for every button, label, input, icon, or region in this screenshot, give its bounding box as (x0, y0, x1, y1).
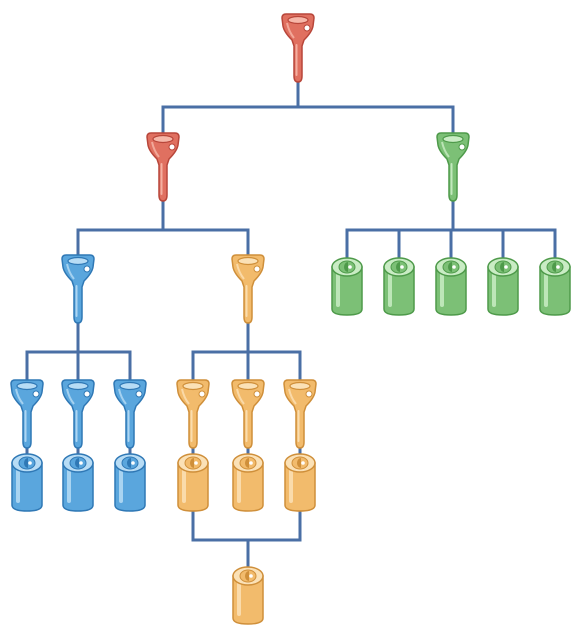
cylinder-icon (177, 453, 209, 512)
funnel-icon (176, 379, 210, 449)
funnel-icon (10, 379, 44, 449)
funnel-icon (283, 379, 317, 449)
funnel-icon (436, 132, 470, 202)
cylinder-icon (62, 453, 94, 512)
connector-blue1 (25, 321, 132, 382)
cylinder-icon (435, 257, 467, 316)
funnel-icon (231, 379, 265, 449)
cylinder-icon (232, 453, 264, 512)
cylinder-icon (487, 257, 519, 316)
cylinder-icon (331, 257, 363, 316)
connector-green1 (345, 199, 557, 259)
funnel-icon (231, 254, 265, 324)
connector-merge (191, 509, 302, 568)
diagram-nodes (10, 13, 571, 625)
cylinder-icon (11, 453, 43, 512)
funnel-icon (281, 13, 315, 83)
connector-orange1 (191, 321, 302, 382)
connector-red2 (76, 199, 250, 257)
cylinder-icon (114, 453, 146, 512)
cylinder-icon (539, 257, 571, 316)
cylinder-icon (284, 453, 316, 512)
funnel-icon (61, 379, 95, 449)
funnel-icon (61, 254, 95, 324)
connector-lines (25, 80, 557, 568)
cylinder-icon (383, 257, 415, 316)
cylinder-icon (232, 566, 264, 625)
connector-root (161, 80, 455, 135)
funnel-icon (113, 379, 147, 449)
funnel-icon (146, 132, 180, 202)
